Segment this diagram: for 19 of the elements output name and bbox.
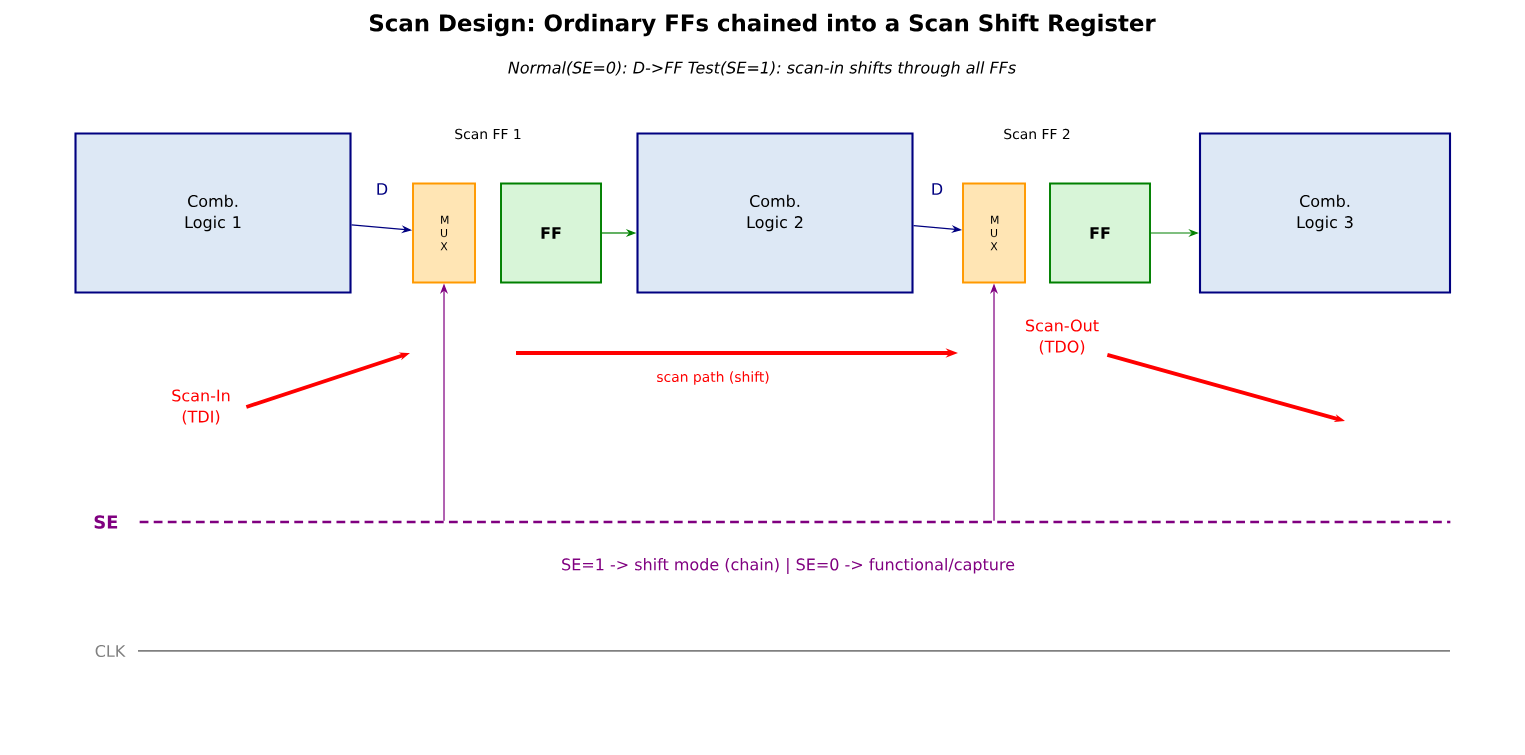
group-label: Scan FF 2 bbox=[1004, 128, 1070, 140]
note: SE=1 -> shift mode (chain) | SE=0 -> functional/capture bbox=[562, 558, 1015, 574]
signal-line: SE bbox=[94, 515, 1451, 529]
signal-label: CLK bbox=[95, 644, 126, 658]
signal-label: Scan-In (TDI) bbox=[172, 389, 230, 425]
mux-box: M U X bbox=[412, 182, 476, 284]
subtitle: Normal(SE=0): D->FF Test(SE=1): scan-in shifts through all FFs bbox=[508, 61, 1016, 77]
group-label: Scan FF 1 bbox=[455, 128, 521, 140]
logic-box: Comb. Logic 2 bbox=[636, 132, 914, 294]
edge-label: D bbox=[929, 181, 945, 197]
logic-box: Comb. Logic 3 bbox=[1198, 132, 1452, 294]
logic-box: Comb. Logic 1 bbox=[74, 132, 352, 294]
edge-label: D bbox=[374, 181, 390, 197]
title: Scan Design: Ordinary FFs chained into a Scan Shift Register bbox=[370, 13, 1156, 37]
flip-flop-box: FF bbox=[1049, 182, 1151, 284]
signal-label: Scan-Out (TDO) bbox=[1026, 319, 1099, 355]
flip-flop-box: FF bbox=[500, 182, 602, 284]
mux-box: M U X bbox=[962, 182, 1026, 284]
path-label: scan path (shift) bbox=[657, 371, 769, 385]
